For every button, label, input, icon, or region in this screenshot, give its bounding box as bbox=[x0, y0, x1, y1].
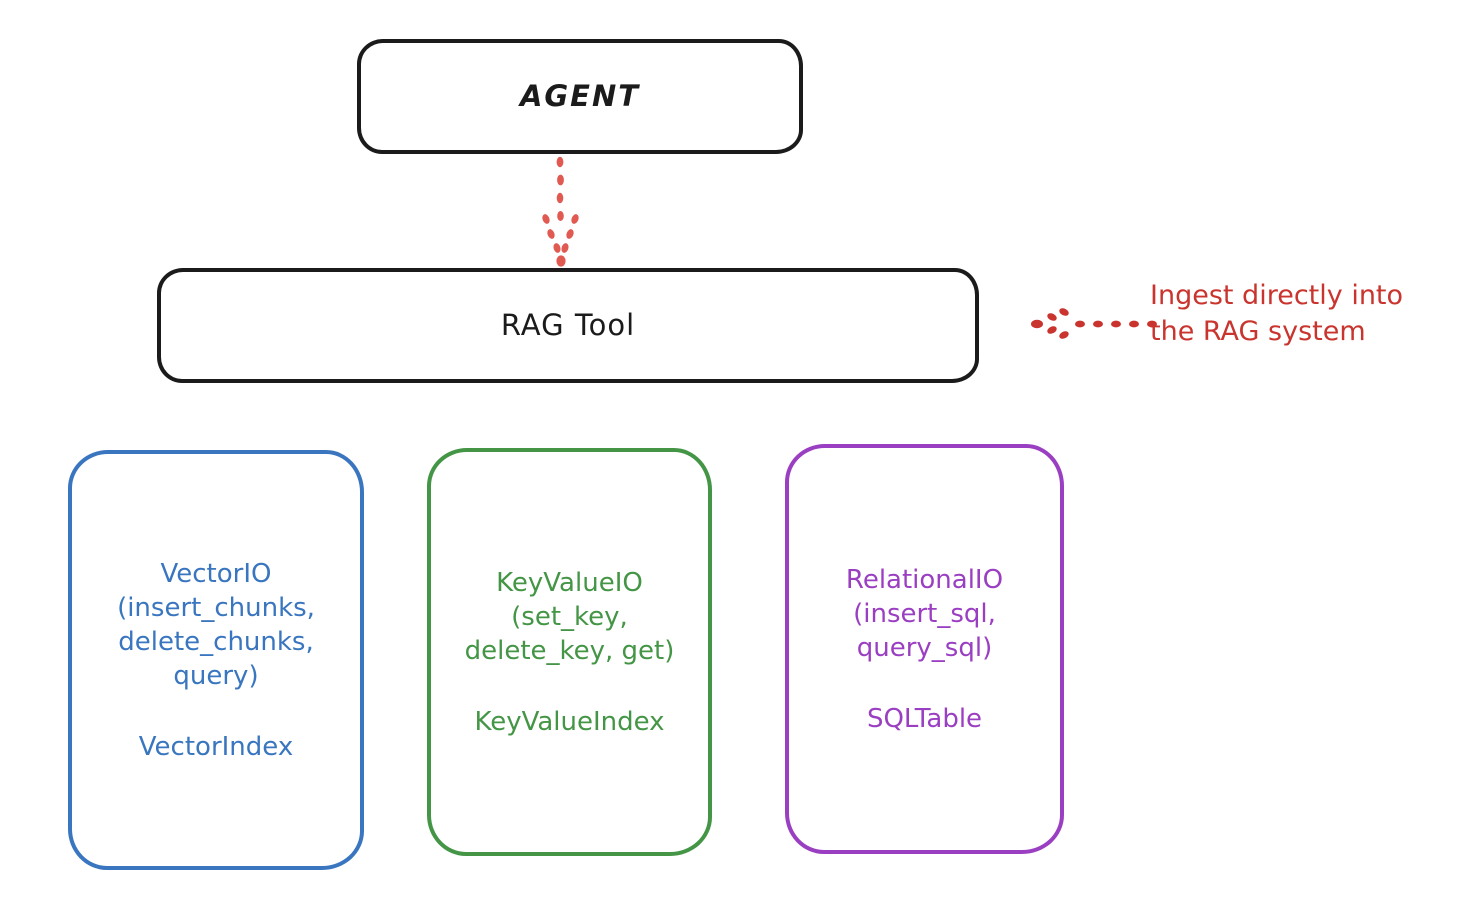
annotation-ingest: Ingest directly into the RAG system bbox=[1024, 278, 1474, 378]
vector-io-api-label: VectorIO (insert_chunks, delete_chunks, … bbox=[117, 559, 315, 691]
node-vector-io[interactable]: VectorIO (insert_chunks, delete_chunks, … bbox=[68, 450, 364, 870]
relational-io-api-label: RelationalIO (insert_sql, query_sql) bbox=[845, 565, 1004, 663]
vector-index-label: VectorIndex bbox=[138, 731, 294, 762]
key-value-index-label: KeyValueIndex bbox=[474, 706, 665, 737]
key-value-io-api-label: KeyValueIO (set_key, delete_key, get) bbox=[464, 568, 675, 666]
node-relational-io[interactable]: RelationalIO (insert_sql, query_sql) SQL… bbox=[785, 444, 1064, 854]
node-agent[interactable]: AGENT bbox=[357, 39, 803, 154]
sql-table-label: SQLTable bbox=[866, 703, 983, 734]
node-rag-tool[interactable]: RAG Tool bbox=[157, 268, 979, 383]
node-agent-label: AGENT bbox=[519, 78, 641, 113]
node-rag-tool-label: RAG Tool bbox=[500, 307, 636, 342]
ingest-arrow-icon bbox=[1024, 298, 1160, 348]
connector-agent-to-rag-tool bbox=[520, 156, 600, 272]
ingest-annotation-label: Ingest directly into the RAG system bbox=[1150, 280, 1404, 347]
node-key-value-io[interactable]: KeyValueIO (set_key, delete_key, get) Ke… bbox=[427, 448, 712, 856]
